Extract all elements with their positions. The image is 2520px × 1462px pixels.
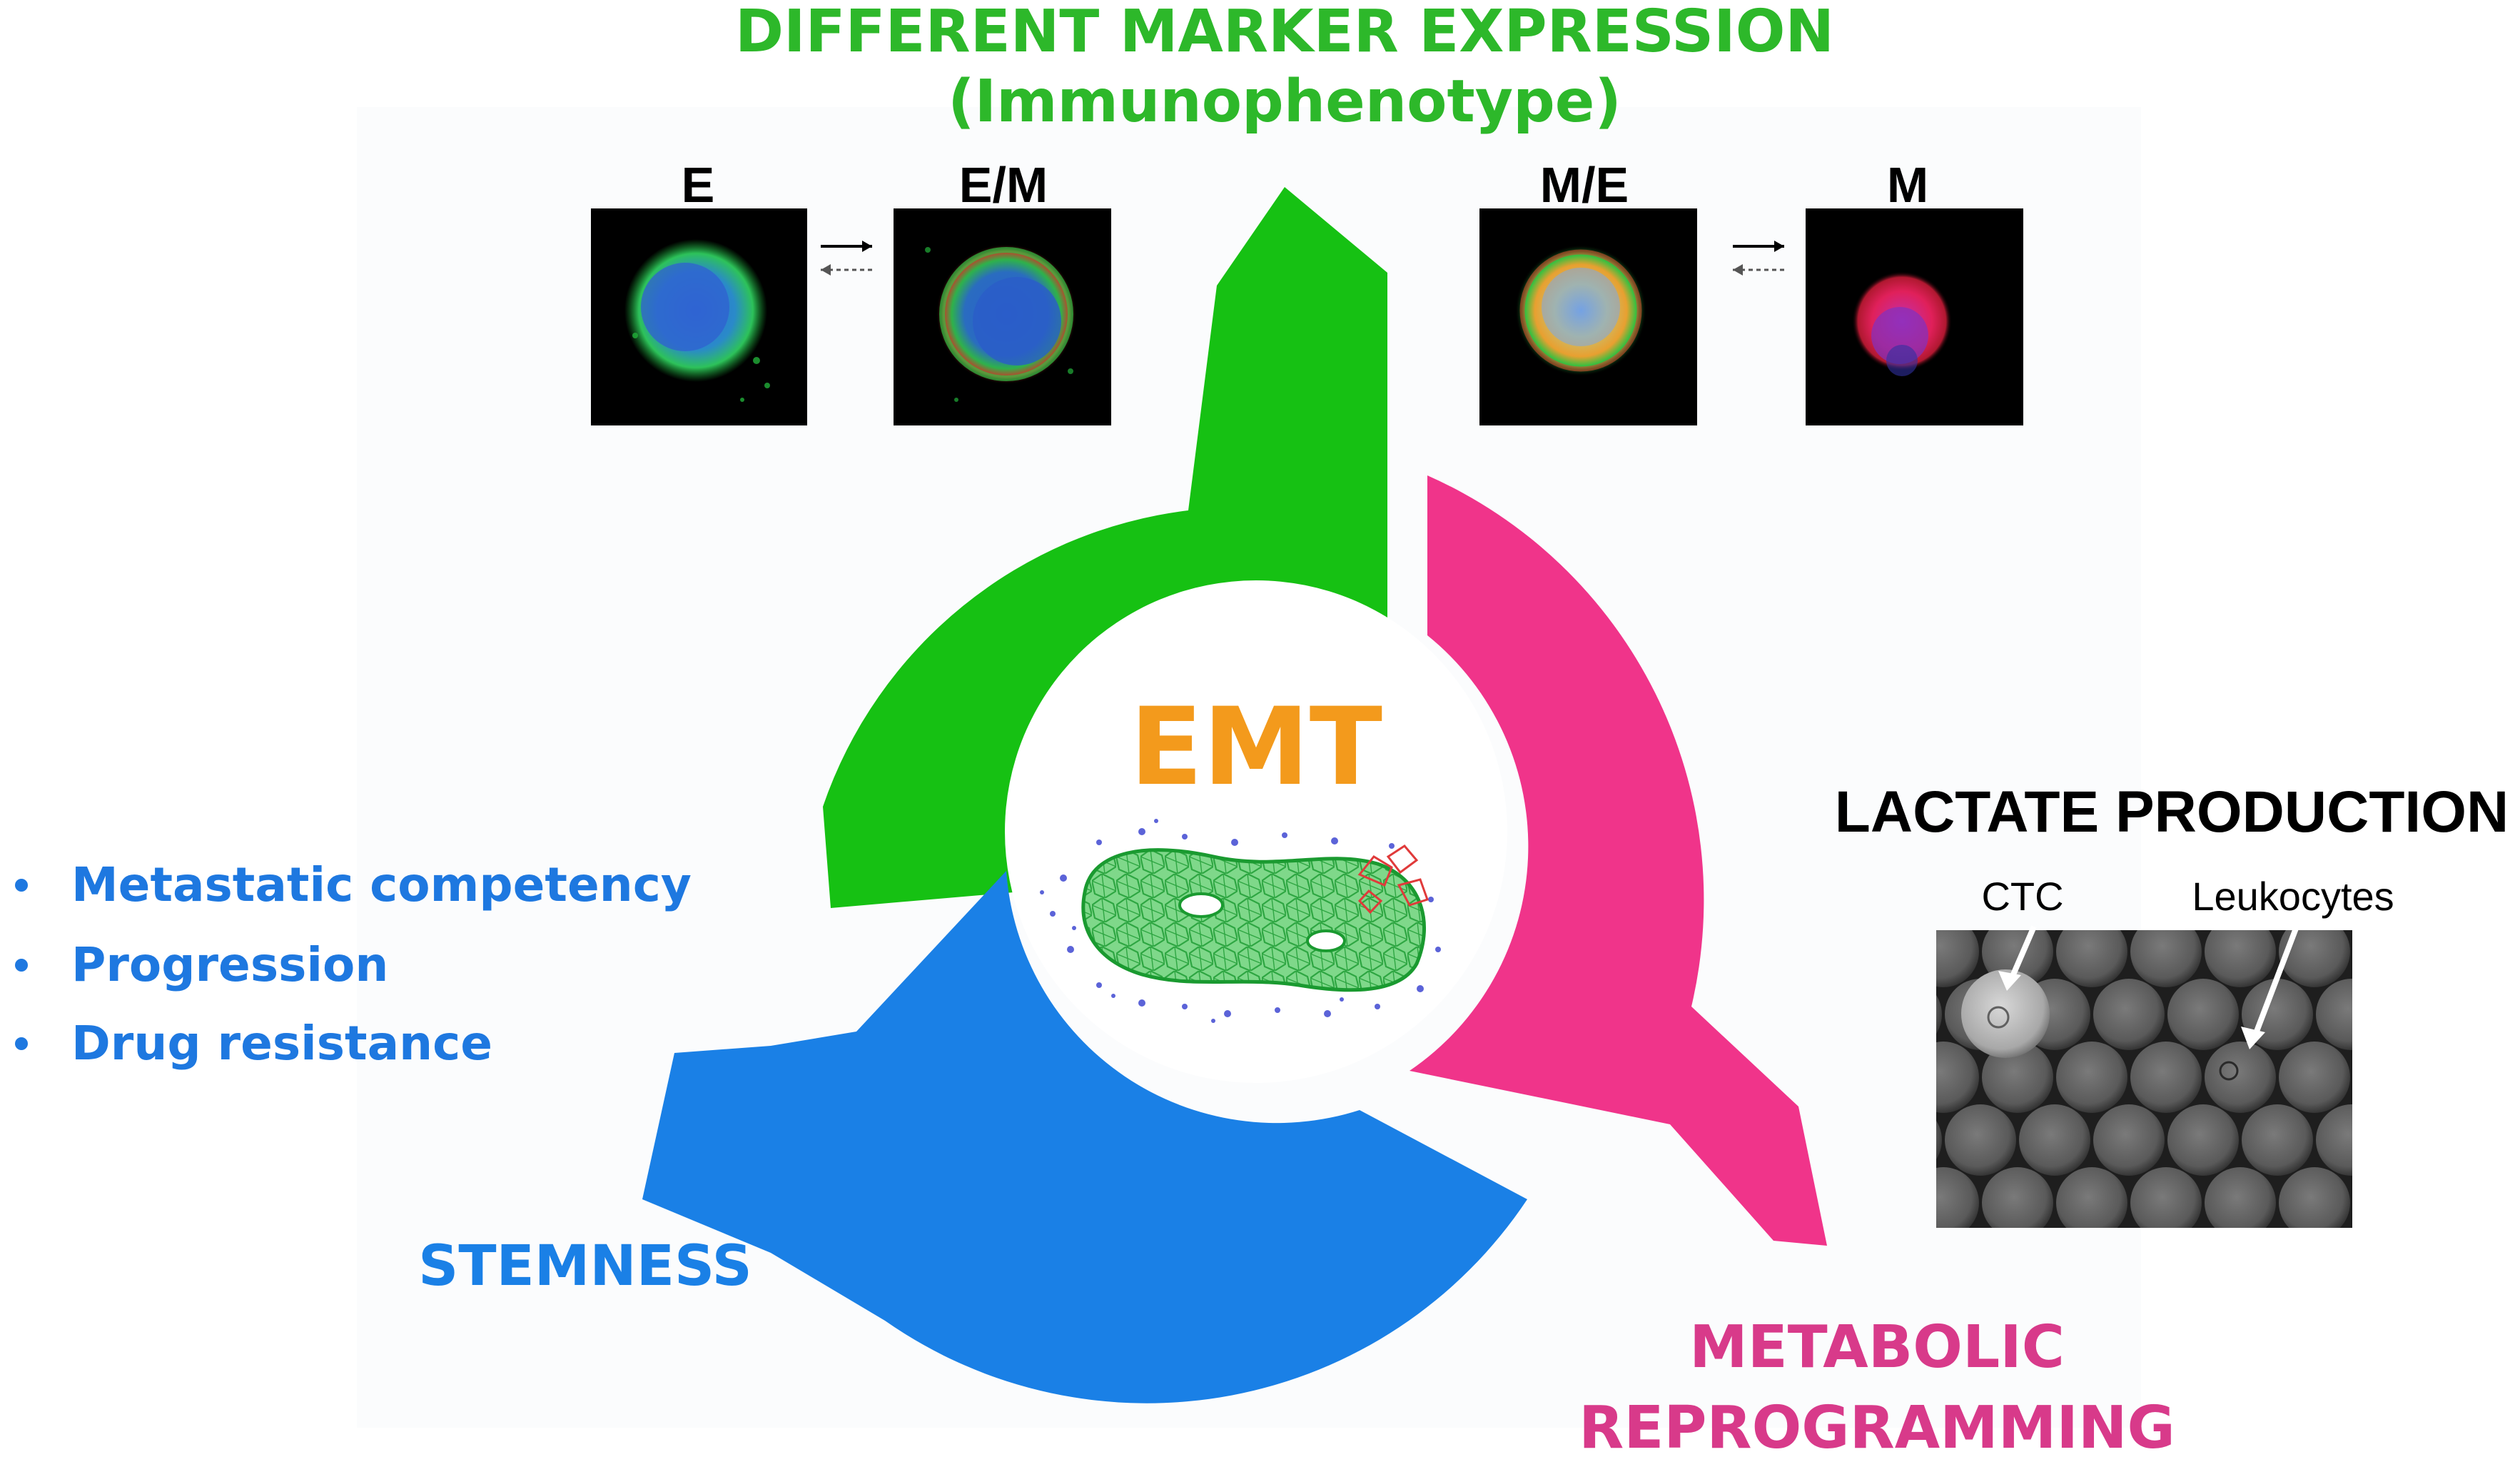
phenotype-label: M [1887,157,1928,213]
droplet [2019,1104,2090,1176]
phenotype-panel-me: M/E [1479,157,1697,425]
metabolic-label-line2: REPROGRAMMING [1579,1394,2175,1462]
droplet [2056,930,2127,987]
blue-branch [642,871,1527,1403]
droplet [2205,930,2276,987]
phenotype-panel-em: E/M [894,157,1111,425]
phenotype-label: M/E [1540,157,1629,213]
ctc-label: CTC [1981,874,2063,919]
transition-arrows-2 [1733,241,1784,276]
droplet [2167,979,2239,1050]
droplet [1982,1042,2053,1113]
droplet [2056,1167,2127,1228]
droplet [2093,979,2165,1050]
droplet [2316,1104,2352,1176]
transition-arrows-1 [821,241,872,276]
droplet [2205,1042,2276,1113]
droplet [1945,1104,2016,1176]
droplet [2242,1104,2313,1176]
droplet [1936,1120,1942,1160]
phenotype-label: E/M [959,157,1048,213]
droplet [1936,994,1942,1034]
droplet [2316,979,2352,1050]
stemness-label: STEMNESS [418,1234,752,1299]
droplet [1982,1167,2053,1228]
pink-branch [1410,475,1827,1246]
leukocytes-label: Leukocytes [2192,874,2394,919]
emt-center-disk [1005,580,1507,1083]
title-line1: DIFFERENT MARKER EXPRESSION [735,0,1834,66]
bullet-list: Metastatic competency Progression Drug r… [15,857,692,1071]
bullet-item: Metastatic competency [71,857,692,912]
droplet [2167,1104,2239,1176]
epithelial-tissue-sketch [1040,819,1441,1023]
phenotype-label: E [682,157,715,213]
droplet [1936,1167,1979,1228]
droplet [1936,930,1979,987]
green-branch [823,187,1387,908]
bullet-item: Drug resistance [71,1016,492,1071]
droplet [2130,930,2202,987]
emt-triskelion [642,187,1827,1403]
droplet [2279,1167,2350,1228]
droplet [2056,1042,2127,1113]
droplet [2205,1167,2276,1228]
phenotype-panel-m: M [1806,157,2023,425]
droplet [2130,1042,2202,1113]
droplet [2130,1167,2202,1228]
phenotype-panel-e: E [591,157,807,425]
emt-label: EMT [1130,685,1382,810]
title-line2: (Immunophenotype) [948,68,1621,136]
droplet [1936,1042,1979,1113]
droplet [2279,930,2350,987]
lactate-title: LACTATE PRODUCTION [1835,780,2509,845]
droplet [2279,1042,2350,1113]
droplet [2093,1104,2165,1176]
droplet-array-image [1936,925,2352,1228]
metabolic-label-line1: METABOLIC [1689,1314,2065,1381]
bullet-item: Progression [71,937,388,992]
